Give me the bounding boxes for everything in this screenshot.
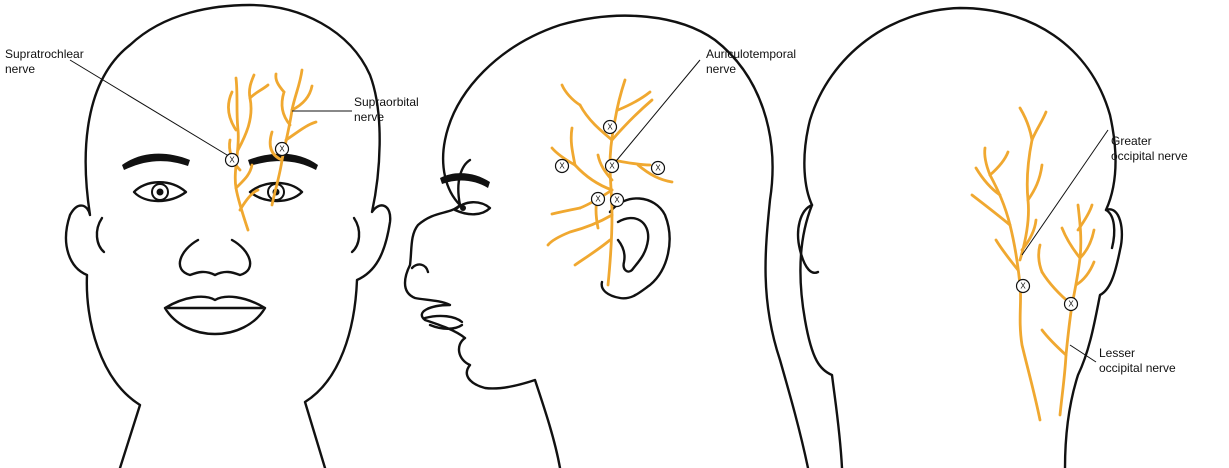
label-lesser-occipital: Lesser occipital nerve xyxy=(1099,346,1176,375)
front-nose xyxy=(180,240,250,275)
auriculotemporal-marker-lower-right: X xyxy=(611,194,624,207)
back-view-head xyxy=(798,8,1122,468)
greater-occipital-marker: X xyxy=(1017,280,1030,293)
side-forehead-line xyxy=(458,160,470,205)
label-auriculotemporal: Auriculotemporal nerve xyxy=(706,47,799,76)
leader-lesser-occipital xyxy=(1070,345,1096,362)
svg-text:X: X xyxy=(559,162,565,171)
auriculotemporal-marker-left: X xyxy=(556,160,569,173)
nerve-markers: X X X X X X X X X X xyxy=(226,121,1078,311)
side-ear-inner xyxy=(618,218,648,272)
auriculotemporal-marker-right: X xyxy=(652,162,665,175)
leader-lines xyxy=(70,60,1108,362)
back-head-outline xyxy=(800,8,1121,468)
lesser-occipital-nerve-branches xyxy=(1039,205,1094,415)
svg-text:X: X xyxy=(614,196,620,205)
svg-text:X: X xyxy=(655,164,661,173)
front-view-head xyxy=(66,5,390,468)
back-right-ear xyxy=(1106,210,1114,248)
svg-text:X: X xyxy=(595,195,601,204)
auriculotemporal-marker-lower-left: X xyxy=(592,193,605,206)
leader-supratrochlear xyxy=(70,60,232,158)
svg-text:X: X xyxy=(1020,282,1026,291)
label-supratrochlear: Supratrochlear nerve xyxy=(5,47,87,76)
label-greater-occipital: Greater occipital nerve xyxy=(1111,134,1188,163)
svg-text:X: X xyxy=(1068,300,1074,309)
lesser-occipital-marker: X xyxy=(1065,298,1078,311)
supratrochlear-marker: X xyxy=(226,154,239,167)
auriculotemporal-marker-center: X xyxy=(606,160,619,173)
supratrochlear-nerve-branches xyxy=(229,75,268,230)
svg-text:X: X xyxy=(279,145,285,154)
svg-text:X: X xyxy=(229,156,235,165)
side-nostril xyxy=(412,265,428,272)
svg-text:X: X xyxy=(609,162,615,171)
front-head-outline xyxy=(66,5,390,468)
supraorbital-marker: X xyxy=(276,143,289,156)
front-left-eyebrow xyxy=(122,154,190,170)
greater-occipital-nerve-branches xyxy=(972,108,1046,420)
leader-auriculotemporal xyxy=(612,60,700,166)
auriculotemporal-marker-upper: X xyxy=(604,121,617,134)
label-supraorbital: Supraorbital nerve xyxy=(354,95,422,124)
svg-text:X: X xyxy=(607,123,613,132)
auriculotemporal-nerve-branches xyxy=(548,80,672,285)
front-mouth xyxy=(165,297,265,334)
